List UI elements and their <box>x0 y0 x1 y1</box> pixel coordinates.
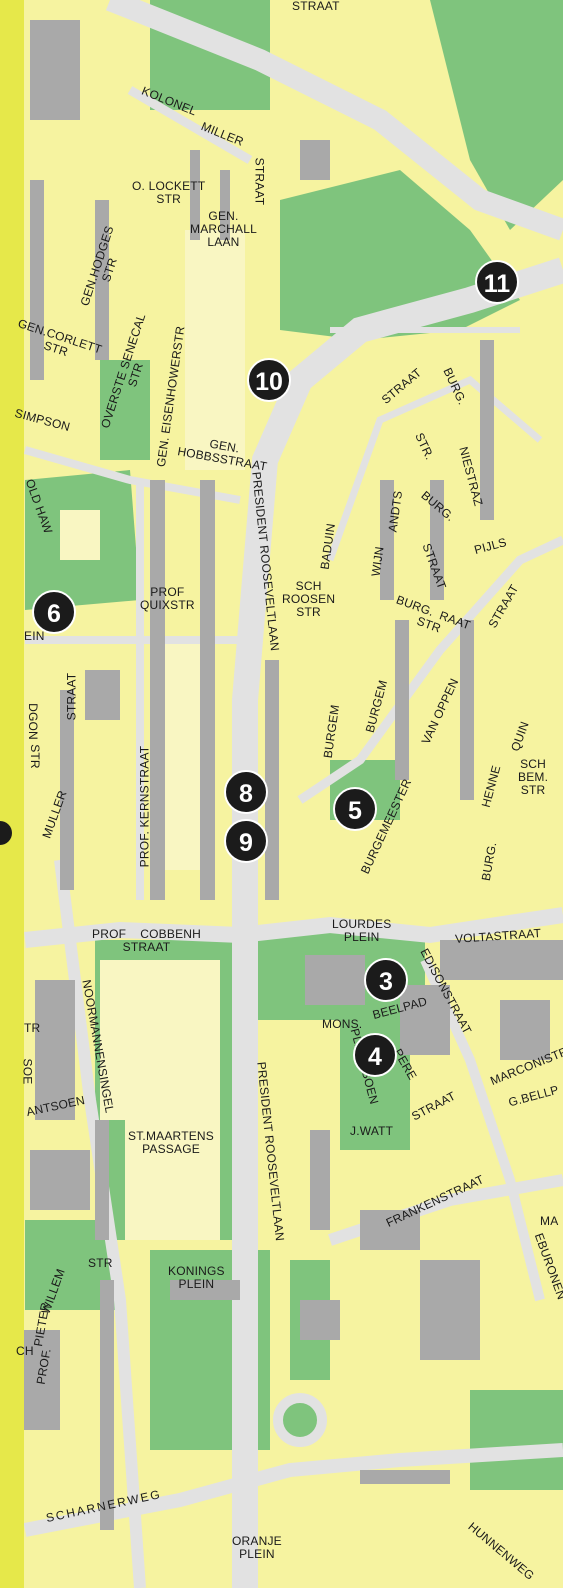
location-marker-8[interactable]: 8 <box>224 770 268 814</box>
label-prof-kernstraat: PROF. KERNSTRAAT <box>137 745 152 868</box>
label-sch-bem: SCH BEM. STR <box>518 757 549 797</box>
offscreen-marker <box>0 821 12 845</box>
location-marker-3[interactable]: 3 <box>364 958 408 1002</box>
map-left-border <box>0 0 24 1588</box>
label-lourdes-plein: LOURDES PLEIN <box>332 917 392 944</box>
location-marker-11[interactable]: 11 <box>475 260 519 304</box>
location-marker-5[interactable]: 5 <box>333 787 377 831</box>
label-ch: CH <box>16 1344 34 1358</box>
label-tr-left: TR <box>24 1021 41 1035</box>
label-straat-miller: STRAAT <box>252 157 267 206</box>
label-j-watt: J.WATT <box>350 1124 394 1138</box>
label-straat-4: STRAAT <box>64 672 79 721</box>
label-str-pw: STR <box>88 1256 113 1270</box>
location-marker-9[interactable]: 9 <box>224 819 268 863</box>
label-str-left: STR <box>27 744 42 769</box>
label-prof-cobbenh: PROF COBBENH STRAAT <box>92 927 202 954</box>
label-konings-plein: KONINGS PLEIN <box>168 1264 225 1291</box>
label-st-maartens-passage: ST.MAARTENS PASSAGE <box>128 1129 214 1156</box>
location-marker-4[interactable]: 4 <box>353 1033 397 1077</box>
label-gen-marchall: GEN. MARCHALL LAAN <box>190 209 257 249</box>
label-prof-quixstr: PROF QUIXSTR <box>140 585 195 612</box>
label-mons: MONS. <box>322 1017 363 1031</box>
label-oranje-plein: ORANJE PLEIN <box>232 1534 282 1561</box>
buildings <box>20 20 563 1530</box>
location-marker-10[interactable]: 10 <box>247 358 291 402</box>
location-marker-6[interactable]: 6 <box>32 590 76 634</box>
label-straat-top: STRAAT <box>292 0 340 13</box>
label-dgon: DGON <box>25 703 40 740</box>
label-sch-roosen: SCH ROOSEN STR <box>282 579 336 619</box>
label-ein: EIN <box>24 629 45 643</box>
label-o-lockett: O. LOCKETT STR <box>132 179 206 206</box>
label-ma: MA <box>540 1214 559 1228</box>
roundabout <box>273 1393 327 1447</box>
label-soe-left: SOE <box>20 1058 35 1085</box>
